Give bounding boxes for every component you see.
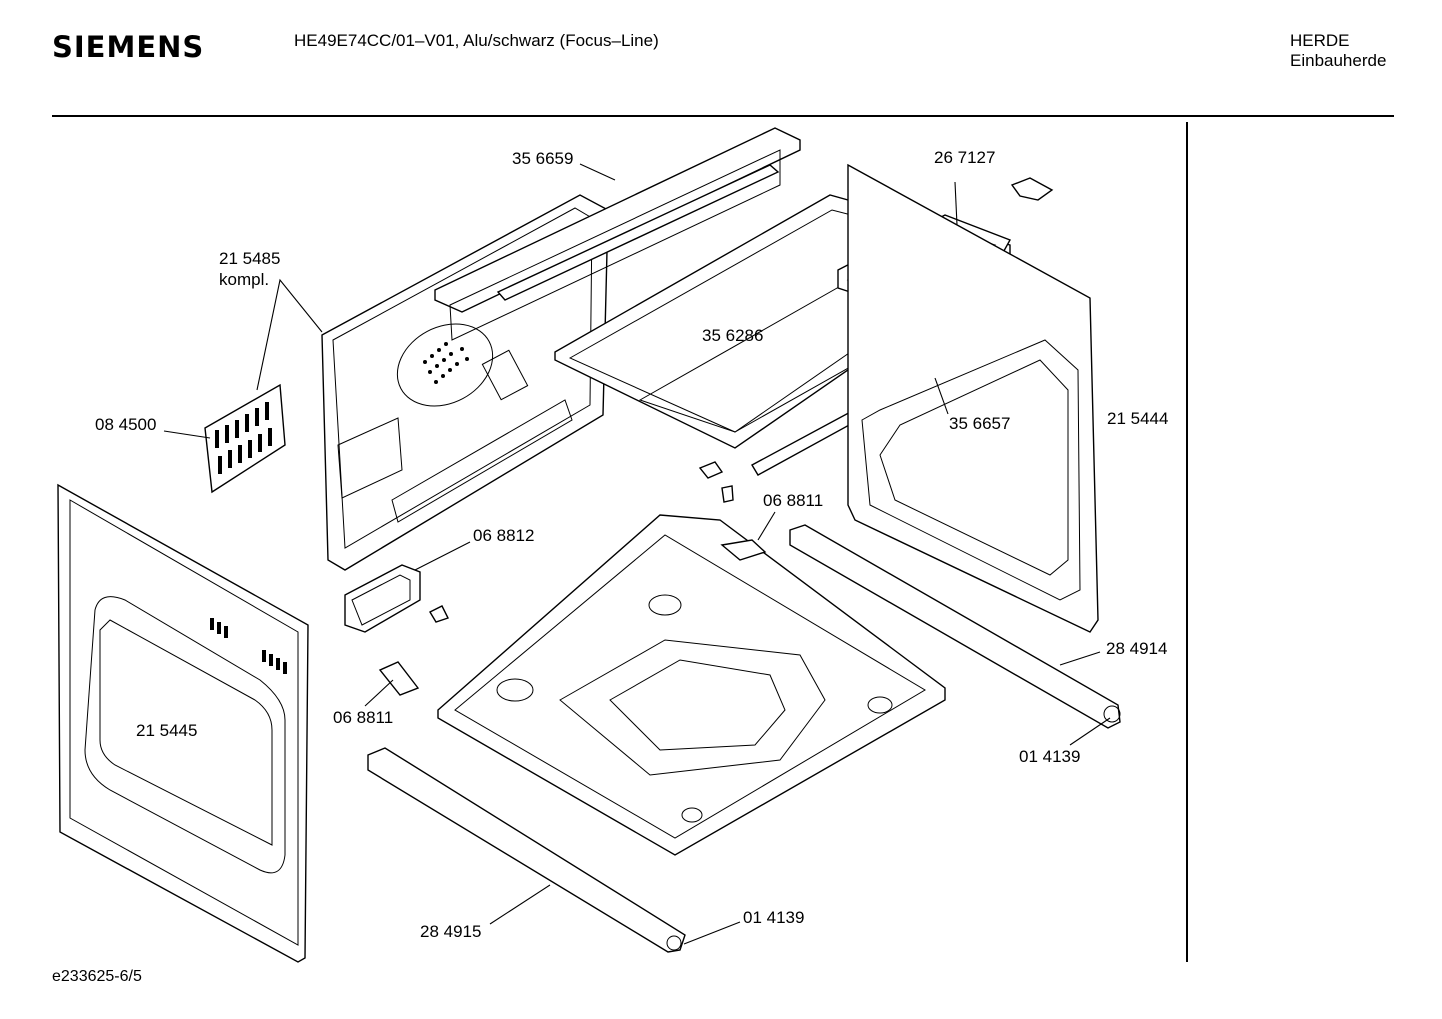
brand-logo: SIEMENS bbox=[52, 30, 205, 64]
top-rail-part bbox=[434, 127, 801, 341]
clip-068811-lower bbox=[378, 661, 420, 696]
model-title: HE49E74CC/01–V01, Alu/schwarz (Focus–Lin… bbox=[294, 31, 659, 50]
left-side-panel-part bbox=[57, 483, 309, 963]
label-kompl: kompl. bbox=[219, 270, 269, 289]
category-block: HERDE Einbauherde bbox=[1290, 31, 1386, 71]
label-068811-lower: 06 8811 bbox=[333, 708, 393, 727]
label-014139-right: 01 4139 bbox=[1019, 747, 1080, 766]
label-284914: 28 4914 bbox=[1106, 639, 1167, 658]
small-clips bbox=[429, 461, 734, 623]
clip-068811-upper bbox=[720, 539, 767, 561]
subcategory-label: Einbauherde bbox=[1290, 51, 1387, 70]
label-215445: 21 5445 bbox=[136, 721, 197, 740]
label-215444: 21 5444 bbox=[1107, 409, 1168, 428]
top-bracket-clip bbox=[1010, 177, 1054, 201]
label-356659: 35 6659 bbox=[512, 149, 573, 168]
bottom-panel-part bbox=[437, 514, 946, 856]
leader-lines bbox=[163, 163, 1111, 945]
label-068812: 06 8812 bbox=[473, 526, 534, 545]
label-084500: 08 4500 bbox=[95, 415, 156, 434]
right-rail-part bbox=[789, 524, 1121, 729]
circuit-board-part bbox=[204, 383, 286, 494]
left-rail-part bbox=[367, 747, 686, 953]
label-284915: 28 4915 bbox=[420, 922, 481, 941]
label-267127: 26 7127 bbox=[934, 148, 995, 167]
mount-bracket-part bbox=[344, 564, 421, 633]
circuit-board-components bbox=[215, 402, 272, 474]
rear-panel-vent-holes bbox=[423, 342, 469, 384]
right-side-panel-part bbox=[847, 163, 1099, 633]
label-215485: 21 5485 bbox=[219, 249, 280, 268]
rear-panel-part bbox=[321, 194, 609, 571]
label-014139-bottom: 01 4139 bbox=[743, 908, 804, 927]
header-divider bbox=[52, 115, 1394, 117]
vertical-divider bbox=[1186, 122, 1188, 962]
left-panel-vent-holes bbox=[210, 618, 287, 674]
label-356657: 35 6657 bbox=[949, 414, 1010, 433]
label-068811-upper: 06 8811 bbox=[763, 491, 823, 510]
document-id: e233625-6/5 bbox=[52, 968, 142, 985]
label-356286: 35 6286 bbox=[702, 326, 763, 345]
category-label: HERDE bbox=[1290, 31, 1350, 50]
